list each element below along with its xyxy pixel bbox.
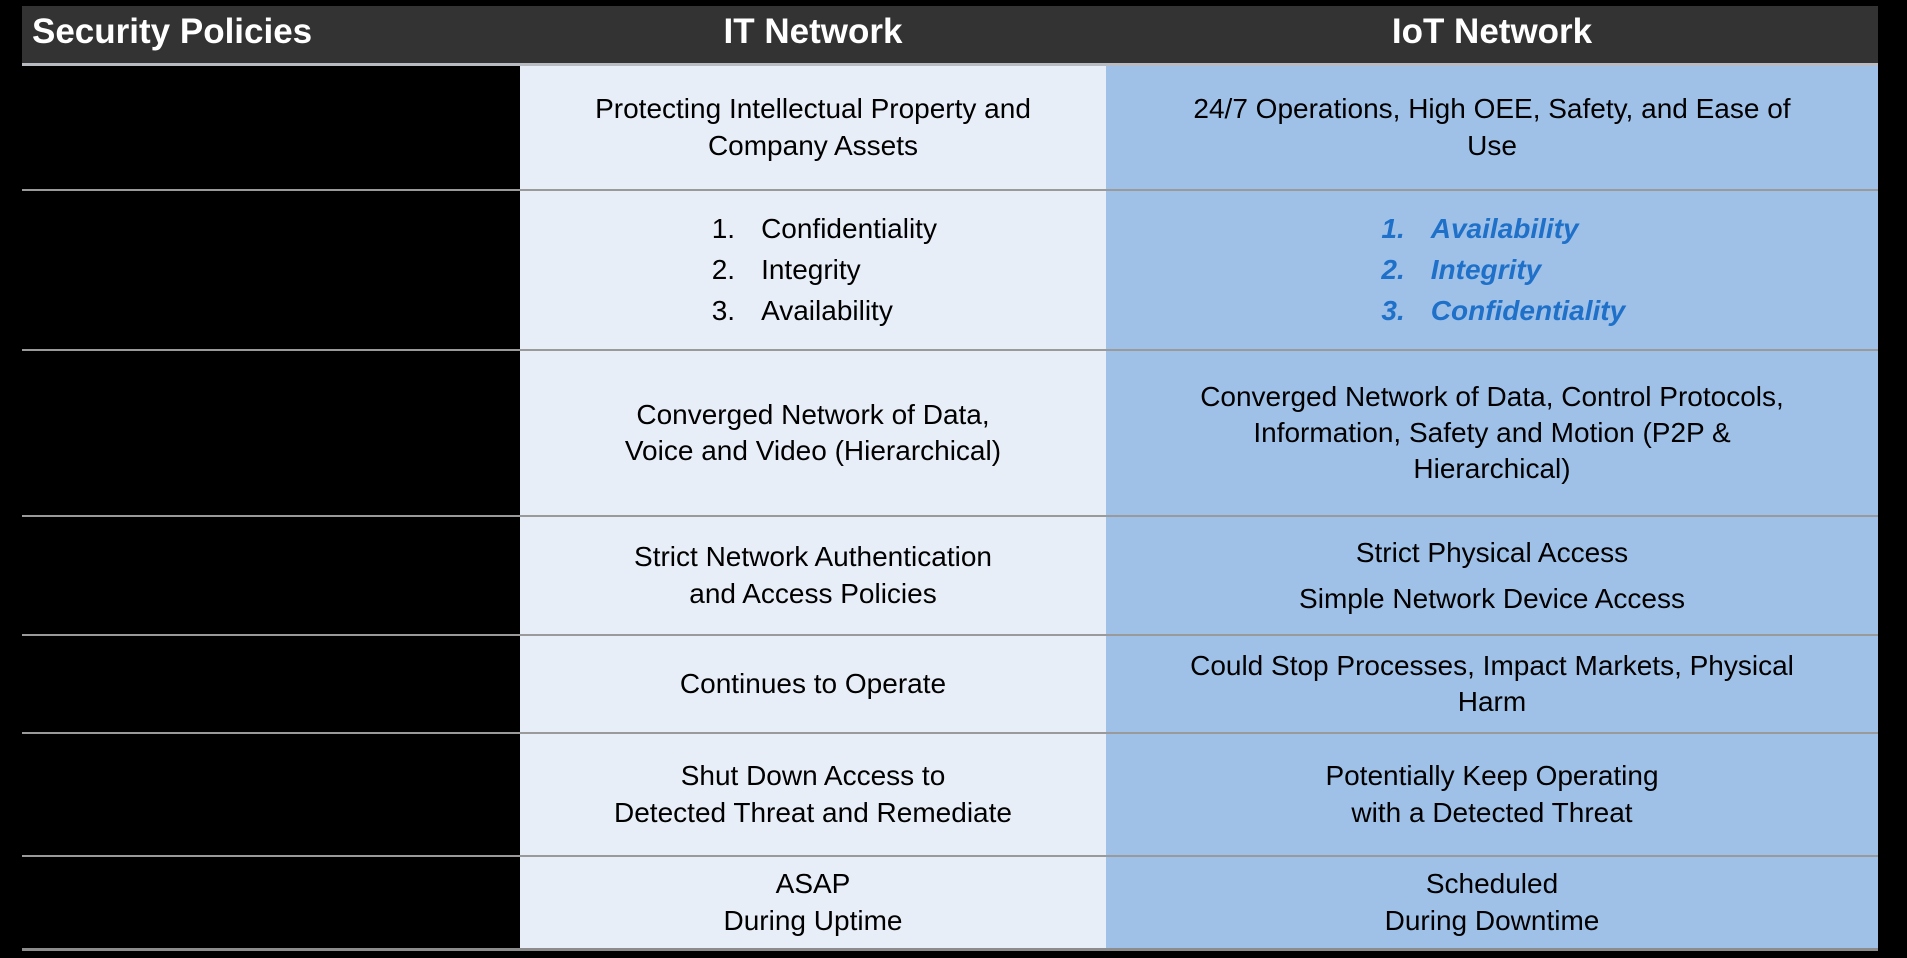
- text-line: Detected Threat and Remediate: [614, 796, 1012, 828]
- list-item-number: 2.: [1381, 253, 1405, 285]
- text-line: Strict Physical Access: [1355, 537, 1629, 569]
- table-row: ASAP During Uptime Scheduled During Down…: [22, 855, 1878, 952]
- list-item-label: Availability: [1430, 212, 1579, 244]
- list-item: 3. Availability: [689, 291, 937, 332]
- text-line: 24/7 Operations, High OEE, Safety, and E…: [1193, 93, 1791, 125]
- text-line: Could Stop Processes, Impact Markets, Ph…: [1190, 649, 1794, 681]
- text-line: ASAP: [775, 868, 851, 900]
- text-line: with a Detected Threat: [1351, 796, 1633, 828]
- text-line: Converged Network of Data,: [636, 398, 990, 430]
- list-item-label: Integrity: [1430, 253, 1542, 285]
- list-item: 1. Availability: [1359, 209, 1625, 250]
- text-line: Company Assets: [707, 129, 919, 161]
- text-line: Converged Network of Data, Control Proto…: [1200, 380, 1784, 412]
- iot-cell: 1. Availability 2. Integrity 3. Confidentia…: [1106, 189, 1878, 352]
- table-header: Security Policies IT Network IoT Network: [22, 6, 1878, 65]
- list-item-label: Availability: [761, 294, 893, 326]
- text-line: Scheduled: [1425, 868, 1559, 900]
- text-line: Shut Down Access to: [680, 760, 946, 792]
- iot-cell-text: Could Stop Processes, Impact Markets, Ph…: [1122, 648, 1862, 721]
- list-item-label: Confidentiality: [1430, 294, 1626, 326]
- text-line: Strict Network Authentication: [634, 541, 992, 573]
- text-line: Information, Safety and Motion (P2P &: [1253, 417, 1731, 449]
- policy-cell: [22, 62, 520, 192]
- iot-cell: Could Stop Processes, Impact Markets, Ph…: [1106, 634, 1878, 735]
- text-line: Protecting Intellectual Property and: [595, 93, 1031, 125]
- it-cell-text: Strict Network Authentication and Access…: [536, 539, 1090, 612]
- text-line: Potentially Keep Operating: [1325, 760, 1659, 792]
- text-line: Simple Network Device Access: [1299, 582, 1685, 614]
- it-cell: Strict Network Authentication and Access…: [520, 515, 1106, 637]
- list-item: 3. Confidentiality: [1359, 291, 1625, 332]
- list-item-number: 1.: [711, 212, 736, 244]
- it-cell-text: Shut Down Access to Detected Threat and …: [536, 758, 1090, 831]
- it-vs-iot-comparison-table: Security Policies IT Network IoT Network…: [22, 6, 1878, 952]
- iot-priority-list: 1. Availability 2. Integrity 3. Confidentia…: [1359, 209, 1625, 332]
- it-cell: Continues to Operate: [520, 634, 1106, 735]
- it-cell: 1. Confidentiality 2. Integrity 3. Availabi…: [520, 189, 1106, 352]
- column-header-iot-network: IoT Network: [1106, 6, 1878, 65]
- policy-cell: [22, 855, 520, 952]
- policy-cell: [22, 634, 520, 735]
- it-cell-text: ASAP During Uptime: [536, 866, 1090, 939]
- text-line: Harm: [1457, 686, 1527, 718]
- iot-cell-text: Converged Network of Data, Control Proto…: [1122, 379, 1862, 488]
- policy-cell: [22, 189, 520, 352]
- iot-cell: Potentially Keep Operating with a Detect…: [1106, 732, 1878, 858]
- it-cell: ASAP During Uptime: [520, 855, 1106, 952]
- text-line: Hierarchical): [1413, 453, 1571, 485]
- table-body: Protecting Intellectual Property and Com…: [22, 62, 1878, 952]
- text-line: Voice and Video (Hierarchical): [624, 435, 1002, 467]
- iot-cell: Scheduled During Downtime: [1106, 855, 1878, 952]
- table-row: Strict Network Authentication and Access…: [22, 515, 1878, 637]
- column-header-it-network: IT Network: [520, 6, 1106, 65]
- list-item-number: 1.: [1381, 212, 1405, 244]
- iot-cell-text: Strict Physical Access Simple Network De…: [1122, 530, 1862, 621]
- iot-cell-text: 24/7 Operations, High OEE, Safety, and E…: [1122, 91, 1862, 164]
- table-row: Continues to Operate Could Stop Processe…: [22, 634, 1878, 735]
- it-priority-list: 1. Confidentiality 2. Integrity 3. Availabi…: [689, 209, 937, 332]
- it-cell-text: Continues to Operate: [536, 666, 1090, 702]
- policy-cell: [22, 732, 520, 858]
- it-cell-text: Converged Network of Data, Voice and Vid…: [536, 397, 1090, 470]
- table-row: Shut Down Access to Detected Threat and …: [22, 732, 1878, 858]
- list-item-number: 2.: [711, 253, 736, 285]
- iot-cell: Strict Physical Access Simple Network De…: [1106, 515, 1878, 637]
- text-line: During Uptime: [723, 904, 903, 936]
- text-line: During Downtime: [1384, 904, 1600, 936]
- list-item-number: 3.: [711, 294, 736, 326]
- list-item: 1. Confidentiality: [689, 209, 937, 250]
- it-cell: Protecting Intellectual Property and Com…: [520, 62, 1106, 192]
- list-item: 2. Integrity: [1359, 250, 1625, 291]
- policy-cell: [22, 349, 520, 518]
- text-line: Use: [1467, 129, 1517, 161]
- header-row: Security Policies IT Network IoT Network: [22, 6, 1878, 65]
- text-line: Continues to Operate: [679, 668, 947, 700]
- iot-cell-text: Potentially Keep Operating with a Detect…: [1122, 758, 1862, 831]
- list-item-number: 3.: [1381, 294, 1405, 326]
- policy-cell: [22, 515, 520, 637]
- column-header-security-policies: Security Policies: [22, 6, 520, 65]
- iot-cell: 24/7 Operations, High OEE, Safety, and E…: [1106, 62, 1878, 192]
- table-row: 1. Confidentiality 2. Integrity 3. Availabi…: [22, 189, 1878, 352]
- list-item: 2. Integrity: [689, 250, 937, 291]
- table-row: Converged Network of Data, Voice and Vid…: [22, 349, 1878, 518]
- list-item-label: Integrity: [761, 253, 861, 285]
- iot-cell: Converged Network of Data, Control Proto…: [1106, 349, 1878, 518]
- it-cell-text: Protecting Intellectual Property and Com…: [536, 91, 1090, 164]
- table-row: Protecting Intellectual Property and Com…: [22, 62, 1878, 192]
- text-line: and Access Policies: [689, 577, 937, 609]
- it-cell: Shut Down Access to Detected Threat and …: [520, 732, 1106, 858]
- iot-cell-text: Scheduled During Downtime: [1122, 866, 1862, 939]
- it-cell: Converged Network of Data, Voice and Vid…: [520, 349, 1106, 518]
- list-item-label: Confidentiality: [761, 212, 937, 244]
